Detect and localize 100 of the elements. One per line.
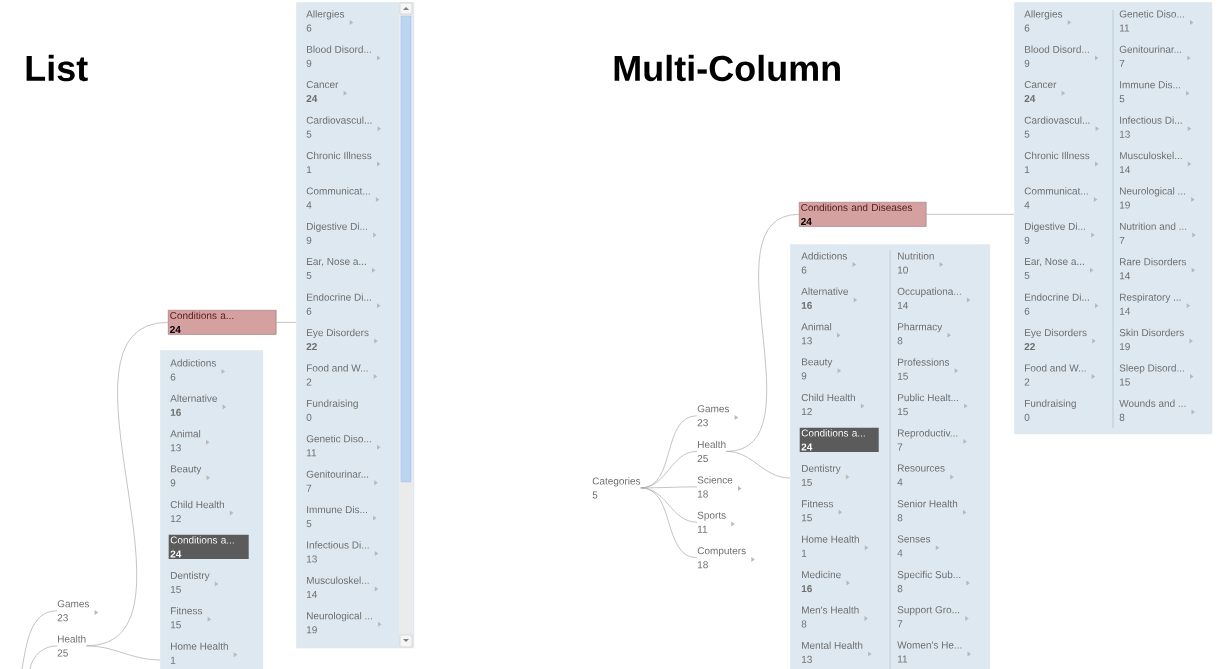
category-item: Communicat... 4 xyxy=(306,187,380,209)
node-label: 6 xyxy=(1024,307,1030,315)
node-label: Eye Disorders xyxy=(307,328,369,339)
category-item: Ear, Nose a... 5 xyxy=(1024,258,1094,279)
category-item: Chronic Illness 1 xyxy=(306,151,381,174)
category-item: Animal 13 xyxy=(170,430,210,452)
category-item: Reproductiv... 7 xyxy=(897,429,967,451)
category-item: Neurological ... 19 xyxy=(306,612,382,634)
connector xyxy=(276,321,297,323)
category-item: Women's He... 11 xyxy=(897,641,971,663)
category-item: Fundraising 0 xyxy=(306,399,358,421)
node-label: 9 xyxy=(306,236,312,244)
node-label: 18 xyxy=(697,490,708,498)
node-label: Immune Dis... xyxy=(307,505,367,514)
node-label: 6 xyxy=(306,24,312,32)
node-label: Cancer xyxy=(1024,81,1057,89)
node-label: 24 xyxy=(306,95,318,102)
category-item: Infectious Di... 13 xyxy=(1120,116,1192,138)
node-label: 14 xyxy=(1119,307,1131,315)
node-label: Digestive Di... xyxy=(1025,222,1085,232)
category-item: Alternative 16 xyxy=(170,394,227,416)
node-label: 11 xyxy=(306,449,317,457)
node-label: 1 xyxy=(1024,166,1030,174)
node-label: Animal xyxy=(170,430,201,438)
category-item: Cancer 24 xyxy=(1024,81,1066,102)
category-item: Home Health 1 xyxy=(802,535,869,557)
category-item: Respiratory ... 14 xyxy=(1120,293,1191,315)
node-label: 22 xyxy=(306,343,317,351)
node-label: 16 xyxy=(801,301,812,309)
node-label: Skin Disorders xyxy=(1119,328,1184,337)
node-label: Child Health xyxy=(801,393,856,402)
node-label: 9 xyxy=(1024,236,1030,244)
node-label: 11 xyxy=(1119,24,1130,32)
category-item: Genitourinar... 7 xyxy=(1119,45,1191,67)
node-label: Genetic Diso... xyxy=(306,435,371,443)
node-label: Nutrition xyxy=(898,252,934,260)
category-item: Specific Sub... 8 xyxy=(897,570,970,593)
node-label: Wounds and ... xyxy=(1119,399,1186,407)
node-label: Support Gro... xyxy=(897,606,960,616)
connector xyxy=(725,451,791,479)
node-label: 8 xyxy=(897,585,903,593)
node-label: Genetic Diso... xyxy=(1119,10,1184,18)
node-label: 13 xyxy=(801,655,812,663)
list-panel xyxy=(160,350,264,669)
selected-category: Conditions and Diseases 24 xyxy=(799,202,927,227)
category-item: Cardiovascul... 5 xyxy=(306,116,382,138)
node-label: Alternative xyxy=(801,287,848,295)
category-item: Beauty 9 xyxy=(170,465,211,487)
node-label: Blood Disord... xyxy=(307,45,371,53)
category-item: Digestive Di... 9 xyxy=(306,222,377,244)
node-label: 19 xyxy=(1119,343,1130,351)
node-label: 15 xyxy=(801,514,812,522)
category-item: Blood Disord... 9 xyxy=(306,45,381,67)
category-item: Resources 4 xyxy=(897,464,954,486)
node-label: Sports xyxy=(697,511,726,521)
category-item: Fundraising 0 xyxy=(1024,399,1076,421)
category-item: Science 18 xyxy=(697,476,742,498)
node-label: 11 xyxy=(897,655,908,663)
node-label: 5 xyxy=(1119,95,1125,103)
node-label: 14 xyxy=(1119,272,1131,280)
node-label: 14 xyxy=(306,590,318,598)
node-label: 5 xyxy=(306,130,312,138)
connector xyxy=(926,213,1015,215)
node-label: 15 xyxy=(170,621,181,629)
node-label: 10 xyxy=(897,266,908,274)
category-item: Blood Disord... 9 xyxy=(1024,45,1099,67)
node-label: Neurological ... xyxy=(1120,187,1185,197)
category-item: Men's Health 8 xyxy=(801,606,868,628)
node-label: 5 xyxy=(1024,130,1030,138)
node-label: Occupationa... xyxy=(897,287,961,297)
category-item: Endocrine Di... 6 xyxy=(1024,293,1099,315)
node-label: Beauty xyxy=(171,465,202,475)
node-label: Cardiovascul... xyxy=(306,116,372,124)
connector xyxy=(85,645,161,661)
category-item: Professions 15 xyxy=(898,358,959,380)
category-item: Mental Health 13 xyxy=(802,641,872,663)
node-label: 7 xyxy=(1119,59,1125,67)
category-item: Cardiovascul... 5 xyxy=(1024,116,1100,138)
node-label: 22 xyxy=(1024,343,1035,351)
node-label: 13 xyxy=(1119,130,1130,138)
node-label: 9 xyxy=(306,59,312,67)
node-label: Beauty xyxy=(802,358,833,368)
node-label: Home Health xyxy=(171,642,228,650)
node-label: 1 xyxy=(801,549,807,557)
node-label: 19 xyxy=(1119,201,1130,209)
node-label: Pharmacy xyxy=(898,323,943,333)
category-item: Fitness 15 xyxy=(170,607,212,629)
node-label: 6 xyxy=(170,373,176,381)
node-label: Musculoskel... xyxy=(307,576,369,584)
node-label: Cardiovascul... xyxy=(1024,116,1090,124)
node-label: Allergies xyxy=(306,10,345,20)
category-item: Sports 11 xyxy=(697,511,735,533)
node-label: Child Health xyxy=(170,500,224,509)
node-label: 5 xyxy=(1024,272,1030,279)
category-item: Games 23 xyxy=(697,405,739,427)
node-label: Genitourinar... xyxy=(1119,45,1182,53)
category-item: Ear, Nose a... 5 xyxy=(306,258,376,279)
category-item: Allergies 6 xyxy=(1024,10,1072,32)
node-label: Specific Sub... xyxy=(897,570,961,581)
node-label: 12 xyxy=(170,515,181,523)
